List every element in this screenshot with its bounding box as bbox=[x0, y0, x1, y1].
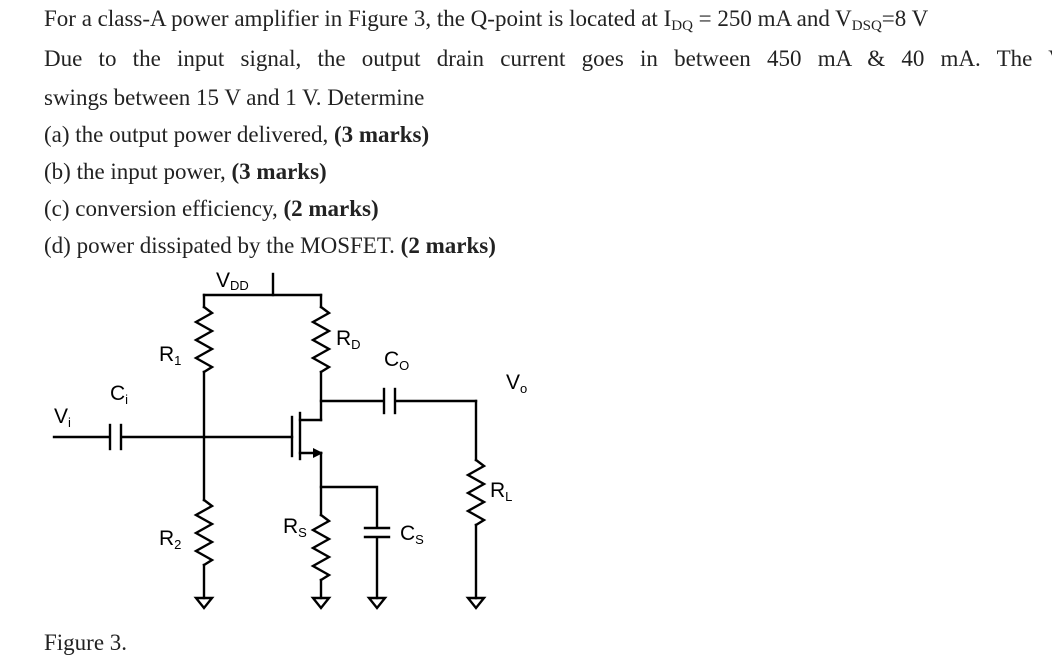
part-b: (b) the input power, (3 marks) bbox=[44, 157, 327, 187]
ground-r2-icon bbox=[193, 596, 215, 610]
part-a: (a) the output power delivered, (3 marks… bbox=[44, 120, 429, 150]
part-b-marks: (3 marks) bbox=[231, 159, 327, 184]
source-to-cs-wire bbox=[319, 485, 379, 529]
rl-resistor bbox=[465, 458, 487, 527]
ground-cs-icon bbox=[366, 596, 388, 610]
vi-label: Vi bbox=[54, 405, 71, 430]
rs-resistor bbox=[310, 513, 332, 582]
mosfet-arrow-icon bbox=[313, 448, 323, 458]
rd-label: RD bbox=[336, 327, 361, 352]
ground-rs-icon bbox=[310, 596, 332, 610]
vo-label: Vo bbox=[506, 371, 527, 396]
r2-label: R2 bbox=[159, 527, 181, 552]
part-a-text: (a) the output power delivered, bbox=[44, 122, 334, 147]
line1-text-a: For a class-A power amplifier in Figure … bbox=[44, 6, 672, 31]
rs-label: RS bbox=[283, 515, 307, 540]
question-line-3: swings between 15 V and 1 V. Determine bbox=[44, 85, 425, 110]
part-c: (c) conversion efficiency, (2 marks) bbox=[44, 194, 379, 224]
rd-resistor bbox=[310, 305, 332, 374]
question-line-1: For a class-A power amplifier in Figure … bbox=[44, 4, 928, 34]
circuit-diagram: VDD R1 RD CO Vo Ci Vi RL R2 RS CS bbox=[52, 269, 527, 610]
figure-caption: Figure 3. bbox=[44, 630, 128, 655]
part-d-text: (d) power dissipated by the MOSFET. bbox=[44, 233, 401, 258]
part-b-text: (b) the input power, bbox=[44, 159, 232, 184]
rl-label: RL bbox=[490, 479, 512, 504]
vdd-label: VDD bbox=[216, 269, 249, 293]
line1-text-c: =8 V bbox=[881, 6, 929, 31]
part-d: (d) power dissipated by the MOSFET. (2 m… bbox=[44, 231, 496, 261]
part-a-marks: (3 marks) bbox=[333, 122, 430, 147]
r2-resistor bbox=[193, 498, 215, 567]
cs-label: CS bbox=[400, 522, 424, 547]
ground-rl-icon bbox=[465, 596, 487, 610]
idq-subscript: DQ bbox=[671, 18, 693, 34]
part-c-text: (c) conversion efficiency, bbox=[44, 196, 284, 221]
line2-text: Due to the input signal, the output drai… bbox=[44, 46, 1052, 71]
r1-label: R1 bbox=[159, 343, 181, 368]
ci-label: Ci bbox=[110, 382, 128, 407]
line1-text-b: = 250 mA and V bbox=[692, 6, 852, 31]
part-d-marks: (2 marks) bbox=[400, 233, 496, 258]
vdsq-subscript: DSQ bbox=[851, 18, 882, 34]
part-c-marks: (2 marks) bbox=[283, 196, 379, 221]
question-line-2: Due to the input signal, the output drai… bbox=[44, 44, 1052, 74]
co-label: CO bbox=[384, 348, 409, 373]
r1-resistor bbox=[193, 305, 215, 374]
